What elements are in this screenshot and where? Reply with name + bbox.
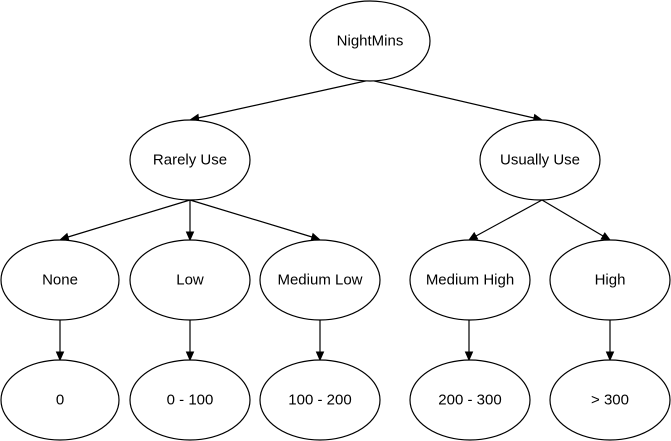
node-high: High bbox=[549, 239, 671, 321]
node-range-200-300: 200 - 300 bbox=[409, 359, 531, 441]
node-medium-low: Medium Low bbox=[259, 239, 381, 321]
edge-usually-use-medium-high bbox=[467, 199, 543, 241]
edge-medium-high-range-200-300 bbox=[464, 320, 474, 362]
node-label: Usually Use bbox=[500, 152, 580, 169]
edge-low-range-0-100 bbox=[185, 320, 195, 362]
node-range-100-200: 100 - 200 bbox=[259, 359, 381, 441]
edge-rarely-use-none bbox=[58, 199, 191, 242]
edge-none-zero bbox=[55, 320, 65, 362]
node-rarely-use: Rarely Use bbox=[129, 119, 251, 201]
node-zero: 0 bbox=[0, 359, 120, 441]
edge-high-over-300 bbox=[605, 320, 615, 362]
node-label: Medium High bbox=[426, 272, 514, 289]
edge-rarely-use-low bbox=[185, 200, 195, 242]
node-nightmins: NightMins bbox=[309, 0, 431, 82]
node-label: 0 bbox=[56, 392, 64, 409]
node-medium-high: Medium High bbox=[409, 239, 531, 321]
edge-medium-low-range-100-200 bbox=[315, 320, 325, 362]
edge-nightmins-usually-use bbox=[369, 79, 544, 123]
edge-rarely-use-medium-low bbox=[189, 199, 322, 242]
node-label: None bbox=[42, 272, 78, 289]
node-usually-use: Usually Use bbox=[479, 119, 601, 201]
node-low: Low bbox=[129, 239, 251, 321]
node-label: Low bbox=[176, 272, 204, 289]
node-label: Medium Low bbox=[277, 272, 362, 289]
node-label: NightMins bbox=[337, 33, 404, 50]
node-none: None bbox=[0, 239, 120, 321]
edge-nightmins-rarely-use bbox=[188, 79, 371, 123]
node-label: High bbox=[595, 272, 626, 289]
node-label: 200 - 300 bbox=[438, 392, 501, 409]
node-label: 100 - 200 bbox=[288, 392, 351, 409]
node-label: Rarely Use bbox=[153, 152, 227, 169]
node-label: 0 - 100 bbox=[167, 392, 214, 409]
node-range-0-100: 0 - 100 bbox=[129, 359, 251, 441]
node-label: > 300 bbox=[591, 392, 629, 409]
edge-usually-use-high bbox=[541, 199, 612, 241]
node-over-300: > 300 bbox=[549, 359, 671, 441]
